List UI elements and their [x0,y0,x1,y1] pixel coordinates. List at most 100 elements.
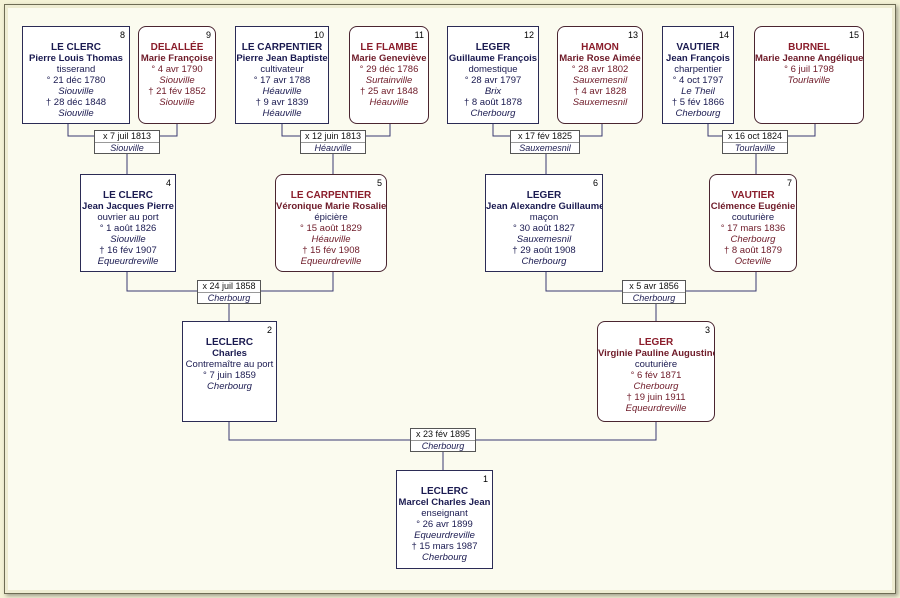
person-card-12[interactable]: 12 LEGER Guillaume François domestique °… [447,26,539,124]
occupation: Contremaître au port [185,359,274,370]
surname: LEGER [638,337,674,348]
surname: HAMON [581,42,619,53]
marriage-label: x 23 fév 1895 Cherbourg [410,428,476,452]
death-date: † 19 juin 1911 [626,392,686,403]
given-names: Marie Geneviève [351,53,427,64]
death-place: Equeurdreville [97,256,159,267]
surname: LE CARPENTIER [290,190,372,201]
birth-place: Héauville [311,234,351,245]
surname: LECLERC [205,337,254,348]
person-card-5[interactable]: 5 LE CARPENTIER Véronique Marie Rosalie … [275,174,387,272]
marriage-date: x 24 juil 1858 [202,281,256,291]
death-place: Cherbourg [422,552,467,563]
given-names: Marie Françoise [140,53,214,64]
sosa-number: 13 [627,30,638,40]
person-card-8[interactable]: 8 LE CLERC Pierre Louis Thomas tisserand… [22,26,130,124]
marriage-place: Cherbourg [198,292,260,304]
person-card-7[interactable]: 7 VAUTIER Clémence Eugénie couturière ° … [709,174,797,272]
given-names: Charles [212,348,247,359]
marriage-date: x 16 oct 1824 [727,131,783,141]
birth-date: ° 4 avr 1790 [151,64,203,75]
birth-place: Cherbourg [730,234,776,245]
person-card-2[interactable]: 2 LECLERC Charles Contremaître au port °… [182,321,277,422]
death-place: Cherbourg [521,256,567,267]
death-date: † 25 avr 1848 [359,86,419,97]
surname: VAUTIER [731,190,775,201]
sosa-number: 11 [414,30,424,40]
marriage-label: x 12 juin 1813 Héauville [300,130,366,154]
death-date: † 5 fév 1866 [671,97,725,108]
death-date: † 8 août 1878 [463,97,523,108]
person-card-9[interactable]: 9 DELALLÉE Marie Françoise ° 4 avr 1790 … [138,26,216,124]
given-names: Jean François [666,53,730,64]
sosa-number: 6 [592,178,598,188]
death-date: † 8 août 1879 [723,245,783,256]
surname: LE FLAMBE [360,42,418,53]
birth-date: ° 28 avr 1797 [464,75,522,86]
birth-place: Siouville [110,234,146,245]
occupation: tisserand [56,64,96,75]
sosa-number: 7 [786,178,792,188]
sosa-number: 12 [523,30,534,40]
given-names: Clémence Eugénie [710,201,796,212]
birth-place: Tourlaville [787,75,831,86]
surname: LE CARPENTIER [241,42,323,53]
birth-place: Le Theil [681,86,715,97]
person-card-11[interactable]: 11 LE FLAMBE Marie Geneviève ° 29 déc 17… [349,26,429,124]
person-card-6[interactable]: 6 LEGER Jean Alexandre Guillaume maçon °… [485,174,603,272]
marriage-place: Cherbourg [411,440,475,452]
occupation: maçon [529,212,559,223]
sosa-number: 1 [482,474,488,484]
death-place: Siouville [58,108,94,119]
death-date: † 21 fév 1852 [148,86,206,97]
marriage-label: x 16 oct 1824 Tourlaville [722,130,788,154]
occupation: couturière [731,212,775,223]
person-card-1[interactable]: 1 LECLERC Marcel Charles Jean enseignant… [396,470,493,569]
given-names: Pierre Jean Baptiste [236,53,328,64]
death-date: † 16 fév 1907 [99,245,157,256]
death-date: † 4 avr 1828 [573,86,627,97]
marriage-label: x 24 juil 1858 Cherbourg [197,280,261,304]
death-date: † 9 avr 1839 [255,97,309,108]
person-card-3[interactable]: 3 LEGER Virginie Pauline Augustine coutu… [597,321,715,422]
birth-place: Héauville [262,86,302,97]
occupation: couturière [634,359,678,370]
marriage-place: Siouville [95,142,159,154]
birth-date: ° 17 avr 1788 [253,75,311,86]
birth-place: Brix [484,86,502,97]
person-card-15[interactable]: 15 BURNEL Marie Jeanne Angélique ° 6 jui… [754,26,864,124]
birth-place: Sauxemesnil [516,234,572,245]
given-names: Pierre Louis Thomas [29,53,123,64]
sosa-number: 10 [313,30,324,40]
birth-place: Sauxemesnil [572,75,628,86]
given-names: Marie Jeanne Angélique [755,53,864,64]
surname: LECLERC [420,486,469,497]
occupation: charpentier [674,64,722,75]
marriage-place: Tourlaville [723,142,787,154]
death-place: Héauville [262,108,302,119]
death-date: † 15 mars 1987 [411,541,478,552]
birth-place: Surtainville [365,75,413,86]
death-place: Equeurdreville [625,403,687,414]
sosa-number: 5 [376,178,382,188]
marriage-place: Cherbourg [623,292,685,304]
occupation: enseignant [421,508,468,519]
birth-date: ° 15 août 1829 [300,223,362,234]
surname: DELALLÉE [150,42,204,53]
marriage-label: x 7 juil 1813 Siouville [94,130,160,154]
surname: LEGER [475,42,511,53]
given-names: Guillaume François [448,53,538,64]
sosa-number: 9 [205,30,211,40]
birth-place: Cherbourg [207,381,252,392]
given-names: Jean Alexandre Guillaume [486,201,603,212]
person-card-4[interactable]: 4 LE CLERC Jean Jacques Pierre ouvrier a… [80,174,176,272]
birth-place: Cherbourg [633,381,679,392]
death-date: † 28 déc 1848 [45,97,107,108]
person-card-14[interactable]: 14 VAUTIER Jean François charpentier ° 4… [662,26,734,124]
person-card-10[interactable]: 10 LE CARPENTIER Pierre Jean Baptiste cu… [235,26,329,124]
birth-date: ° 28 avr 1802 [571,64,629,75]
given-names: Jean Jacques Pierre [82,201,174,212]
birth-place: Equeurdreville [414,530,475,541]
sosa-number: 3 [704,325,710,335]
person-card-13[interactable]: 13 HAMON Marie Rose Aimée ° 28 avr 1802 … [557,26,643,124]
